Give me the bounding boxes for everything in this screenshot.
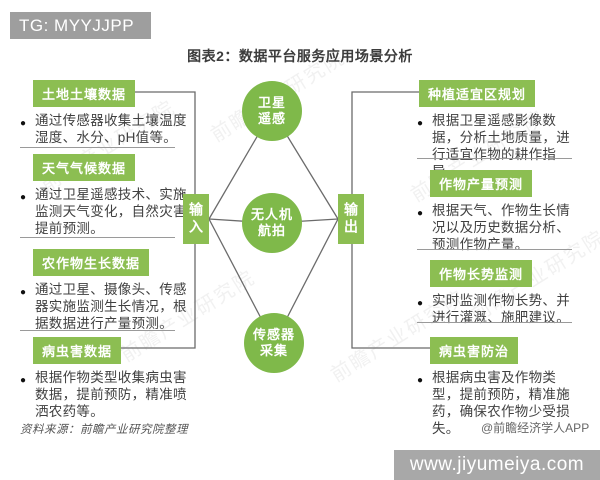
source-note: 资料来源：前瞻产业研究院整理 [20, 424, 188, 436]
bullet-icon: ● [20, 192, 27, 203]
method-circle-drone: 无人机 航拍 [242, 193, 302, 253]
output-item-planting: 种植适宜区规划 ● 根据卫星遥感影像数据，分析土地质量，进行适宜作物的耕作指导。 [417, 80, 583, 180]
output-item-header: 病虫害防治 [430, 337, 519, 364]
method-circle-line2: 遥感 [257, 111, 286, 126]
output-item-desc: ● 实时监测作物长势、并进行灌溉、施肥建议。 [417, 293, 570, 325]
input-item-header: 农作物生长数据 [33, 249, 150, 276]
input-item-soil: 土地土壤数据 ● 通过传感器收集土壤温度湿度、水分、pH值等。 [20, 80, 192, 146]
bullet-icon: ● [417, 208, 424, 219]
divider [20, 237, 175, 238]
method-circle-sensor: 传感器 采集 [244, 313, 304, 373]
method-circle-line1: 无人机 [250, 207, 293, 222]
output-item-header: 作物产量预测 [430, 170, 533, 197]
output-item-desc: ● 根据天气、作物生长情况以及历史数据分析、预测作物产量。 [417, 203, 570, 252]
output-item-header: 作物长势监测 [430, 260, 533, 287]
method-circle-line2: 采集 [259, 343, 288, 358]
divider [417, 322, 572, 323]
divider [20, 330, 175, 331]
input-item-header: 病虫害数据 [33, 337, 122, 364]
input-item-weather: 天气气候数据 ● 通过卫星遥感技术、实施监测天气变化，自然灾害提前预测。 [20, 154, 192, 237]
divider [20, 147, 175, 148]
output-item-desc: ● 根据病虫害及作物类型，提前预防，精准施药，确保农作物少受损失。 [417, 370, 570, 436]
divider [417, 249, 572, 250]
divider [417, 158, 572, 159]
output-item-monitoring: 作物长势监测 ● 实时监测作物长势、并进行灌溉、施肥建议。 [417, 260, 583, 326]
input-item-desc: ● 通过卫星、摄像头、传感器实施监测生长情况，根据数据进行产量预测。 [20, 282, 187, 331]
input-item-pest: 病虫害数据 ● 根据作物类型收集病虫害数据，提前预防，精准喷洒农药等。 [20, 337, 192, 420]
input-item-desc: ● 通过卫星遥感技术、实施监测天气变化，自然灾害提前预测。 [20, 187, 187, 236]
method-circle-satellite: 卫星 遥感 [242, 81, 302, 141]
input-item-desc: ● 通过传感器收集土壤温度湿度、水分、pH值等。 [20, 113, 187, 145]
output-item-pest-control: 病虫害防治 ● 根据病虫害及作物类型，提前预防，精准施药，确保农作物少受损失。 [417, 337, 583, 437]
input-item-growth: 农作物生长数据 ● 通过卫星、摄像头、传感器实施监测生长情况，根据数据进行产量预… [20, 249, 192, 332]
input-item-header: 土地土壤数据 [33, 80, 136, 107]
output-item-yield: 作物产量预测 ● 根据天气、作物生长情况以及历史数据分析、预测作物产量。 [417, 170, 583, 253]
tag-banner: TG: MYYJJPP [10, 12, 151, 39]
output-item-header: 种植适宜区规划 [419, 80, 536, 107]
bullet-icon: ● [417, 298, 424, 309]
method-circle-line2: 航拍 [257, 223, 286, 238]
bullet-icon: ● [20, 287, 27, 298]
page-title: 图表2：数据平台服务应用场景分析 [187, 48, 413, 64]
output-label: 输出 [338, 194, 364, 244]
input-item-desc: ● 根据作物类型收集病虫害数据，提前预防，精准喷洒农药等。 [20, 370, 187, 419]
input-label: 输入 [183, 194, 209, 244]
credit-note: @前瞻经济学人APP [481, 421, 590, 435]
method-circle-line1: 传感器 [252, 327, 295, 342]
method-circle-line1: 卫星 [257, 95, 286, 110]
bullet-icon: ● [417, 118, 424, 129]
bullet-icon: ● [20, 118, 27, 129]
input-item-header: 天气气候数据 [33, 154, 136, 181]
bullet-icon: ● [417, 375, 424, 386]
bullet-icon: ● [20, 375, 27, 386]
site-url-banner: www.jiyumeiya.com [394, 450, 600, 480]
